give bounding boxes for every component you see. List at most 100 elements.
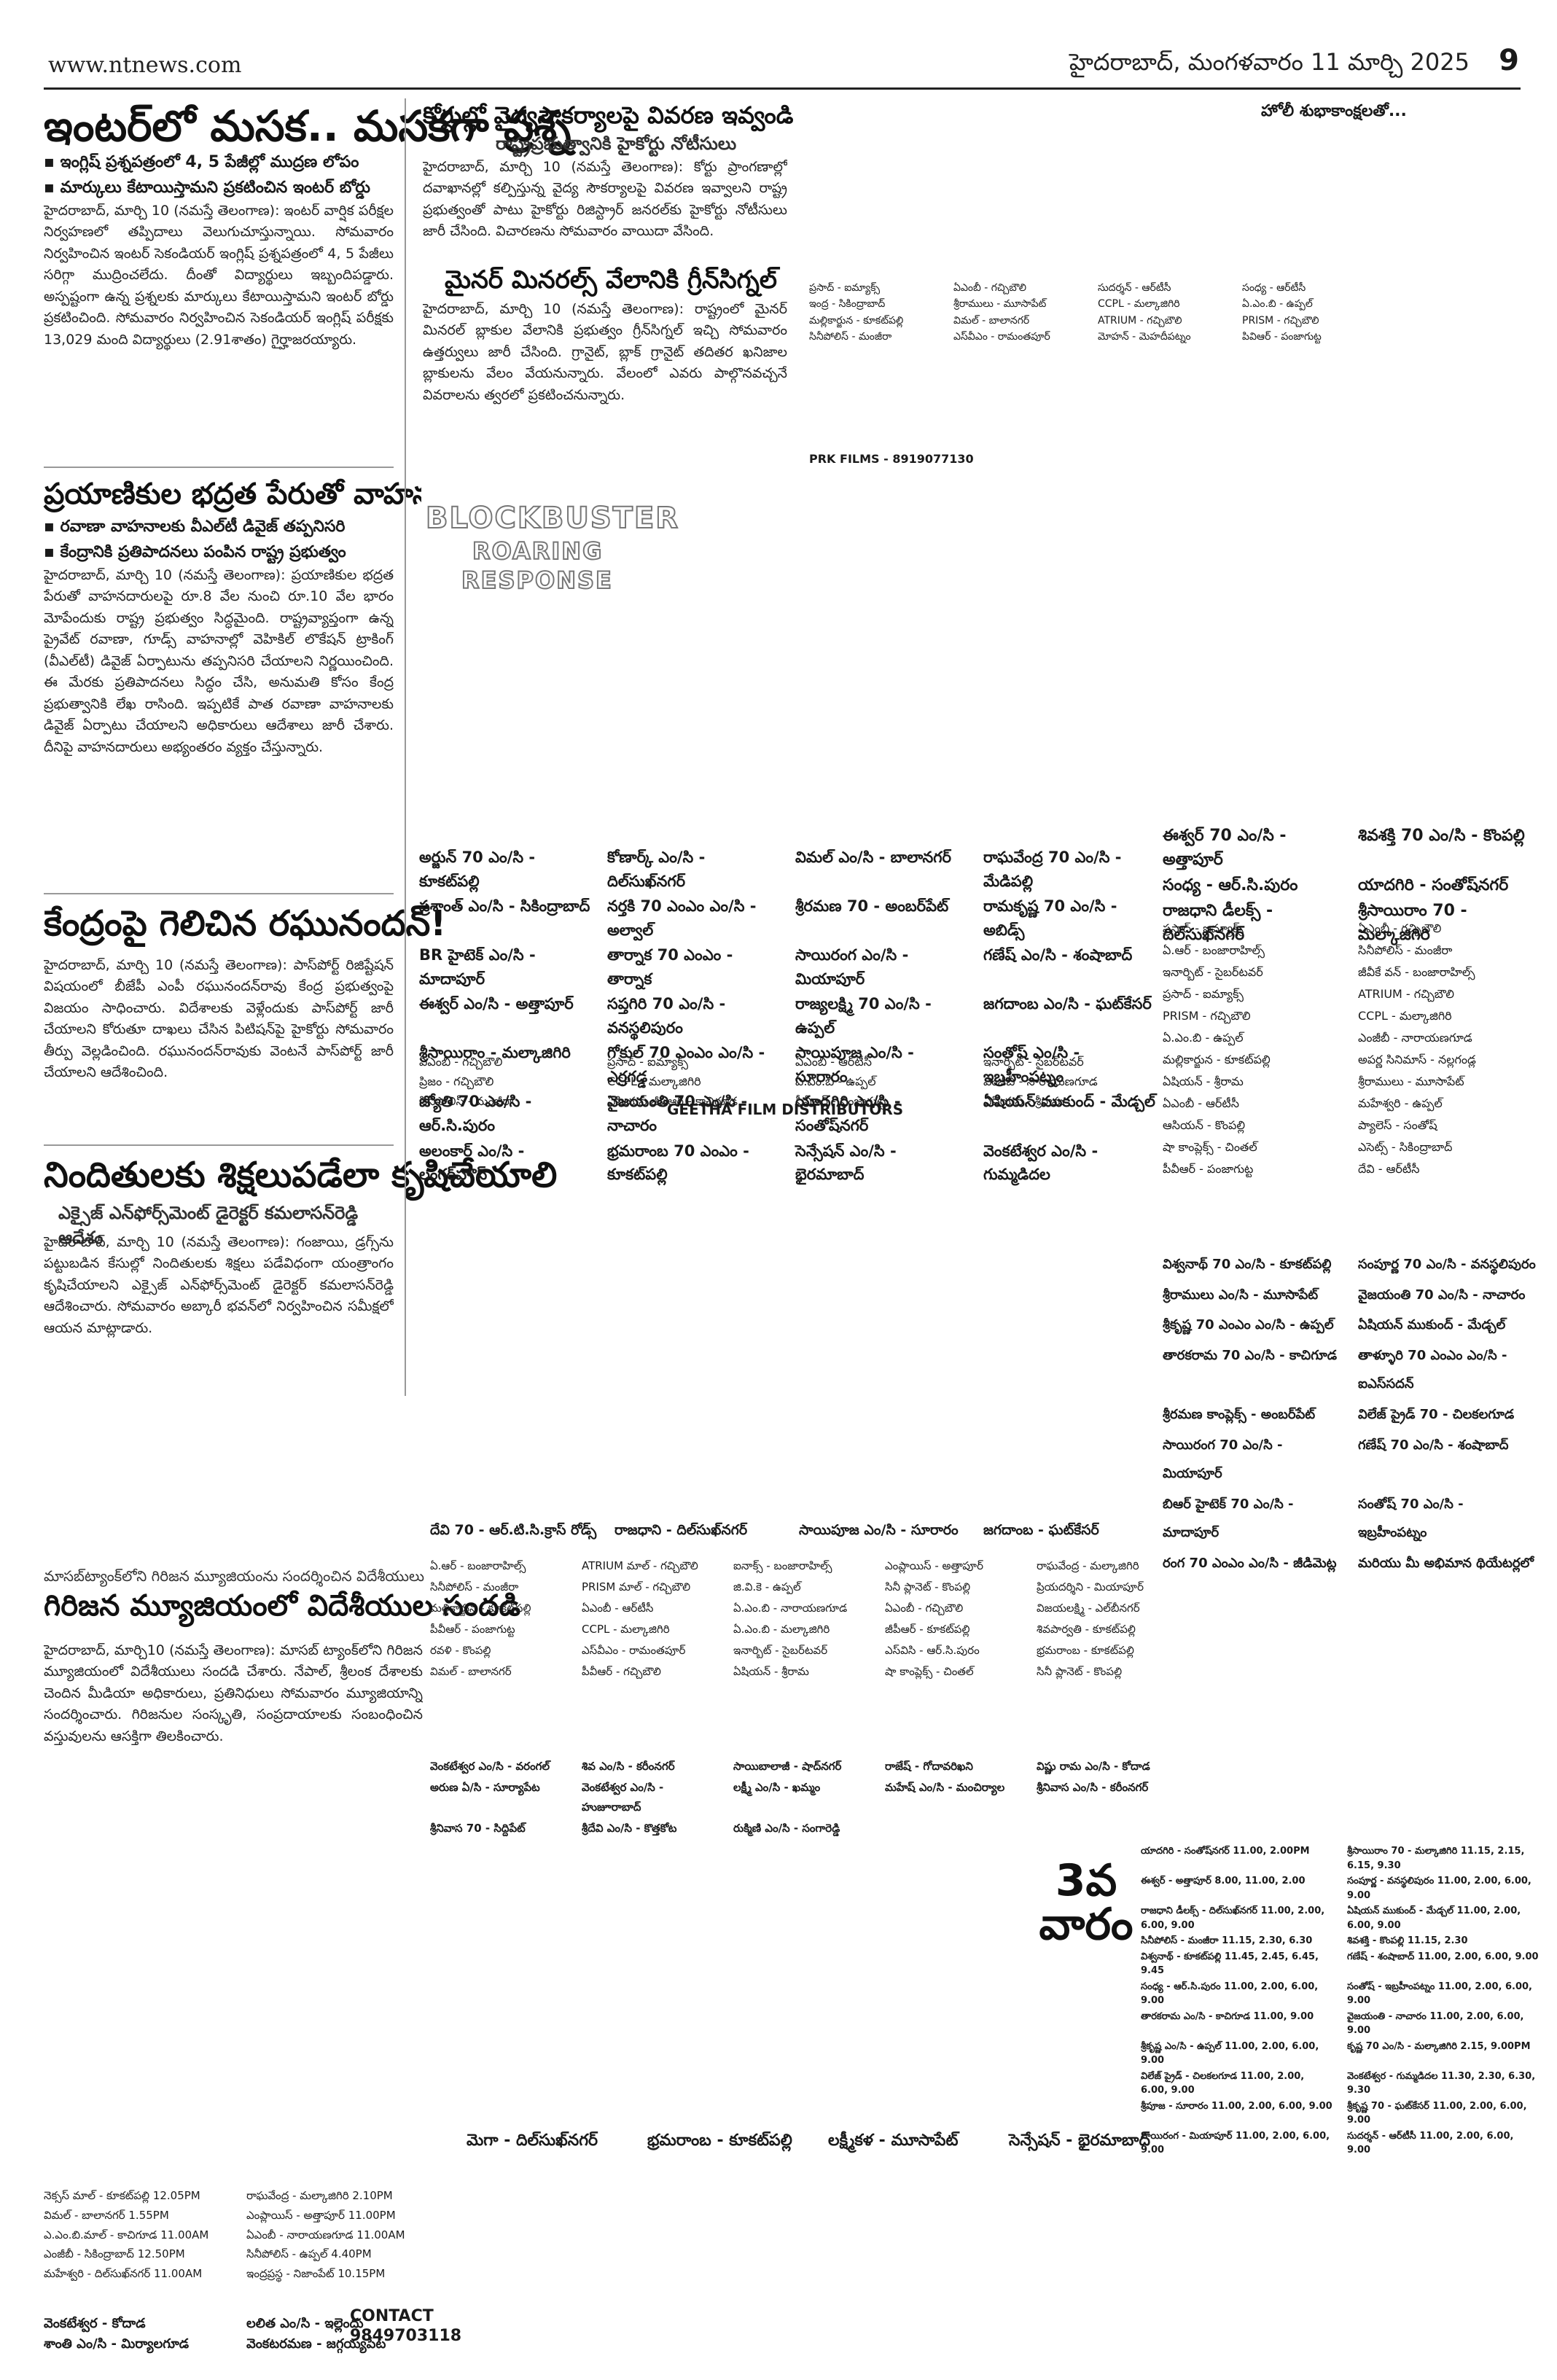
theatre-entry: ఏఎంబీ - గచ్చిబౌలి <box>885 1601 964 1615</box>
theatre-entry: ఎంప్లాయిస్ - అత్తాపూర్ 11.00PM <box>246 2208 396 2222</box>
theatre-entry: భ్రమరాంబ - కూకట్‌పల్లి <box>1037 1644 1134 1657</box>
theatre-entry: శ్రీసాయిరాం 70 - మల్కాజిగిరి 11.15, 2.15… <box>1347 1846 1525 1871</box>
theatre-entry: సినీపోలిస్ - మంజీరా <box>419 1093 514 1108</box>
theatre-entry: CCPL - మల్కాజిగిరి <box>607 1074 701 1088</box>
theatre-entry: శ్రీకృష్ణ ఎం/సి - ఉప్పల్ 11.00, 2.00, 6.… <box>1141 2040 1319 2067</box>
theatre-entry: జగదాంబ ఎం/సి - ఘట్‌కేసర్ <box>983 995 1152 1013</box>
holi-greeting: హోలీ శుభాకాంక్షలతో... <box>1261 102 1407 120</box>
tribal-headline: గిరిజన మ్యూజియంలో విదేశీయుల సందడి <box>44 1589 521 1623</box>
vehicles-bullet-1: రవాణా వాహనాలకు వీఎల్‌టీ డివైజ్ తప్పనిసరి <box>44 514 394 539</box>
theatre-entry: మల్లికార్జున - కూకట్‌పల్లి <box>809 314 904 327</box>
theatre-entry: శివశక్తి - కొంపల్లి 11.15, 2.30 <box>1347 1935 1468 1946</box>
theatre-entry: రంగ 70 ఎంఎం ఎం/సి - జీడిమెట్ల <box>1163 1555 1337 1571</box>
theatre-entry: శ్రీనివాస 70 - సిద్దిపేట్ <box>430 1822 526 1835</box>
theatre-entry: ఎంప్లాయిస్ - అత్తాపూర్ <box>885 1559 983 1572</box>
theatre-entry: ఏ.ఎం.బి - మల్కాజిగిరి <box>733 1623 830 1636</box>
theatre-entry: ఏషియన్ - శ్రీరామ <box>983 1093 1064 1108</box>
theatre-entry: సినీపోలిస్ - మంజీరా <box>1358 943 1453 957</box>
theatre-entry: తారకరామ 70 ఎం/సి - కాచిగూడ <box>1163 1347 1338 1363</box>
theatre-entry: ఈశ్వర్ - అత్తాపూర్ 8.00, 11.00, 2.00 <box>1141 1876 1306 1887</box>
theatre-entry: ఆసియన్ - కొంపల్లి <box>1163 1118 1246 1132</box>
theatre-entry: ఎస్‌వీఎం - రామంతపూర్ <box>953 330 1050 343</box>
theatre-entry: CCPL - మల్కాజిగిరి <box>1358 1009 1452 1023</box>
theatre-entry: విలేజ్ ప్రైడ్ 70 - చిలకలగూడ <box>1358 1406 1515 1422</box>
theatre-entry: ఏఎంబీ - నారాయణగూడ 11.00AM <box>246 2228 405 2242</box>
mega-bottom-list: వెంకటేశ్వర - కోదాడ లలిత ఎం/సి - ఇల్లెందు… <box>44 2314 436 2354</box>
mineral-body: హైదరాబాద్, మార్చి 10 (నమస్తే తెలంగాణ): ర… <box>423 301 787 403</box>
theatre-entry: ఏషియన్ ముకుంద్ - మేడ్చల్ <box>1358 1317 1506 1333</box>
theatre-entry: CCPL - మల్కాజిగిరి <box>582 1623 670 1636</box>
contact-label: CONTACT <box>350 2307 434 2325</box>
theatre-entry: సుదర్శన్ - ఆర్‌టీసీ 11.00, 2.00, 6.00, 9… <box>1347 2130 1514 2156</box>
theatre-entry: సాయిరంగ 70 ఎం/సి - మియాపూర్ <box>1163 1437 1283 1482</box>
theatre-entry: వెంకటేశ్వర ఎం/సి - వరంగల్ <box>430 1760 550 1773</box>
theatre-entry: ఏఎంబీ - ఆర్‌టీసీ <box>1163 1096 1239 1110</box>
theatre-entry: సినీపోలిస్ - మంజీరా <box>809 330 892 343</box>
right-big-list: ఈశ్వర్ 70 ఎం/సి - అత్తాపూర్ శివశక్తి 70 … <box>1163 824 1537 947</box>
theatre-entry: షా కాంప్లెక్స్ - చింతల్ <box>885 1665 974 1678</box>
theatre-entry: యాదగిరి ఎం/సి - సంతోష్‌నగర్ <box>795 1093 901 1135</box>
theatre-entry: శ్రీకృష్ణ 70 - ఘట్‌కేసర్ 11.00, 2.00, 6.… <box>1347 2100 1527 2126</box>
theatre-entry: శ్రీరాములు - మూసాపేట్ <box>1358 1074 1464 1088</box>
theatre-entry: సంధ్య - ఆర్.సి.పురం 11.00, 2.00, 6.00, 9… <box>1141 1981 1319 2007</box>
theatre-entry: ఇనార్బిట్ - సైబర్‌టవర్ <box>983 1055 1084 1069</box>
theatre-entry: BR హైటెక్ ఎం/సి - మాదాపూర్ <box>419 946 536 988</box>
theatre-entry: సెన్సేషన్ ఎం/సి - భైరమాబాద్ <box>795 1142 897 1184</box>
theatre-entry: వెంకటేశ్వర - గుమ్మడిదల 11.30, 2.30, 6.30… <box>1347 2070 1536 2096</box>
blockbuster-text: BLOCKBUSTER <box>425 502 680 535</box>
geetha-small-list: ఏఎంబీ - గచ్చిబౌలి ప్రసాద్ - ఐమ్యాక్స్ ఏఎ… <box>419 1053 1158 1110</box>
theatre-entry: రాజధాని డీలక్స్ - దిల్‌సుఖ్‌నగర్ 11.00, … <box>1141 1905 1325 1931</box>
theatre-entry: శివశక్తి 70 ఎం/సి - కొంపల్లి <box>1358 827 1525 845</box>
theatre-entry: ప్రశాంత్ ఎం/సి - సికింద్రాబాద్ <box>419 897 590 916</box>
theatre-entry: అరుణ ఏ/సి - సూర్యాపేట <box>430 1781 540 1794</box>
inter-bullet-1: ఇంగ్లిష్ ప్రశ్నపత్రంలో 4, 5 పేజీల్లో ముద… <box>44 149 394 175</box>
theatre-entry: గోకుల్ 70 ఎంఎం ఎం/సి - ఎర్రగడ్డ <box>607 1044 765 1085</box>
inter-body: హైదరాబాద్, మార్చి 10 (నమస్తే తెలంగాణ): ఇ… <box>44 203 394 348</box>
theatre-entry: లలిత ఎం/సి - ఇల్లెందు <box>246 2316 364 2331</box>
theatre-entry: ఏఎంబీ - గచ్చిబౌలి <box>419 1055 503 1069</box>
geetha-ad: అర్జున్ 70 ఎం/సి - కూకట్‌పల్లి కోణార్క్ … <box>419 846 1155 1183</box>
theatre-entry: సంతోష్ 70 ఎం/సి - ఇబ్రహీంపట్నం <box>1358 1496 1464 1541</box>
theatre-entry: వెంకటేశ్వర - కోదాడ <box>44 2316 146 2331</box>
mega-left-list: నెక్సస్ మాల్ - కూకట్‌పల్లి 12.05PM రాఘవే… <box>44 2187 436 2283</box>
theatre-entry: ప్రియదర్శిని - మియాపూర్ <box>1037 1580 1144 1593</box>
theatre-entry: రుక్మిణి ఎం/సి - సంగారెడ్డి <box>733 1822 840 1835</box>
theatre-entry: నెక్సస్ మాల్ - కూకట్‌పల్లి 12.05PM <box>44 2189 200 2202</box>
tribal-kicker: మాసబ్‌ట్యాంక్‌లోని గిరిజన మ్యూజియంను సంద… <box>44 1567 425 1585</box>
devi-ad: దేవి 70 - ఆర్.టి.సి.క్రాస్ రోడ్స్ రాజధాన… <box>430 1520 1159 1841</box>
theatre-entry: గణేష్ - శంషాబాద్ 11.00, 2.00, 6.00, 9.00 <box>1347 1951 1539 1962</box>
vehicles-body: హైదరాబాద్, మార్చి 10 (నమస్తే తెలంగాణ): ప… <box>44 567 394 755</box>
right-big-list-2: విశ్వనాథ్ 70 ఎం/సి - కూకట్‌పల్లి సంపూర్ణ… <box>1163 1250 1537 1578</box>
theatre-entry: సంతోష్ - ఇబ్రహీంపట్నం 11.00, 2.00, 6.00,… <box>1347 1981 1532 2007</box>
inter-bullet-2: మార్కులు కేటాయిస్తామని ప్రకటించిన ఇంటర్ … <box>44 175 394 200</box>
roaring-text: ROARING <box>472 537 604 565</box>
theatre-entry: ప్రసాద్ - ఐమ్యాక్స్ <box>809 282 881 294</box>
theatre-entry: ఈశ్వర్ ఎం/సి - అత్తాపూర్ <box>419 995 574 1013</box>
theatre-entry: ఎసెట్స్ - సికింద్రాబాద్ <box>1358 1140 1453 1154</box>
prk-ad: హోలీ శుభాకాంక్షలతో... ప్రసాద్ - ఐమ్యాక్స… <box>809 102 1523 481</box>
theatre-entry: శ్రీరమణ కాంప్లెక్స్ - అంబర్‌పేట్ <box>1163 1406 1316 1422</box>
theatre-entry: సంధ్య - ఆర్.సి.పురం <box>1163 876 1298 894</box>
theatre-entry: జీపీఆర్ - కూకట్‌పల్లి <box>885 1623 970 1636</box>
courts-kicker: రాష్ట్రప్రభుత్వానికి హైకోర్టు నోటీసులు <box>496 133 737 154</box>
courts-body: హైదరాబాద్, మార్చి 10 (నమస్తే తెలంగాణ): క… <box>423 159 787 240</box>
theatre-entry: జి.వి.కె - ఉప్పల్ <box>733 1580 801 1593</box>
theatre-entry: పీవీఆర్ - గచ్చిబౌలి <box>582 1665 661 1678</box>
theatre-entry: రాజధాని - దిల్‌సుఖ్‌నగర్ <box>614 1522 748 1538</box>
theatre-entry: విమల్ - బాలానగర్ 1.55PM <box>44 2208 169 2222</box>
theatre-entry: ఎంజీబీ - నారాయణగూడ <box>1358 1031 1472 1045</box>
theatre-entry: ఏషియన్ జీపీఆర్ - కాచిగూడ <box>607 1093 738 1108</box>
devi-list: ఏ.ఆర్ - బంజారాహిల్స్ ATRIUM మాల్ - గచ్చి… <box>430 1556 1175 1682</box>
theatre-entry: జ్యోతి 70 ఎం/సి - ఆర్.సి.పురం <box>419 1093 532 1135</box>
theatre-entry: రాఘవేంద్ర - మల్కాజిగిరి 2.10PM <box>246 2189 393 2202</box>
theatre-entry: ప్రసాద్ - ఐమ్యాక్స్ <box>1163 987 1244 1001</box>
theatre-entry: ఏ.ఆర్ - బంజారాహిల్స్ <box>430 1559 526 1572</box>
theatre-entry: శ్రీనివాస ఎం/సి - కరీంనగర్ <box>1037 1781 1149 1794</box>
theatre-entry: సంపూర్ణ 70 ఎం/సి - వనస్థలిపురం <box>1358 1257 1536 1272</box>
theatre-entry: విమల్ - బాలానగర్ <box>953 314 1030 327</box>
theatre-entry: విశ్వనాథ్ 70 ఎం/సి - కూకట్‌పల్లి <box>1163 1257 1332 1272</box>
theatre-entry: ఏషియన్ ముకుంద్ - మేడ్చల్ 11.00, 2.00, 6.… <box>1347 1905 1521 1931</box>
theatre-entry: ATRIUM - గచ్చిబౌలి <box>1358 987 1454 1001</box>
theatre-entry: సినీపోలిస్ - మంజీరా <box>430 1580 519 1593</box>
theatre-entry: వైజయంతి 70 ఎం/సి - నాచారం <box>607 1093 748 1135</box>
